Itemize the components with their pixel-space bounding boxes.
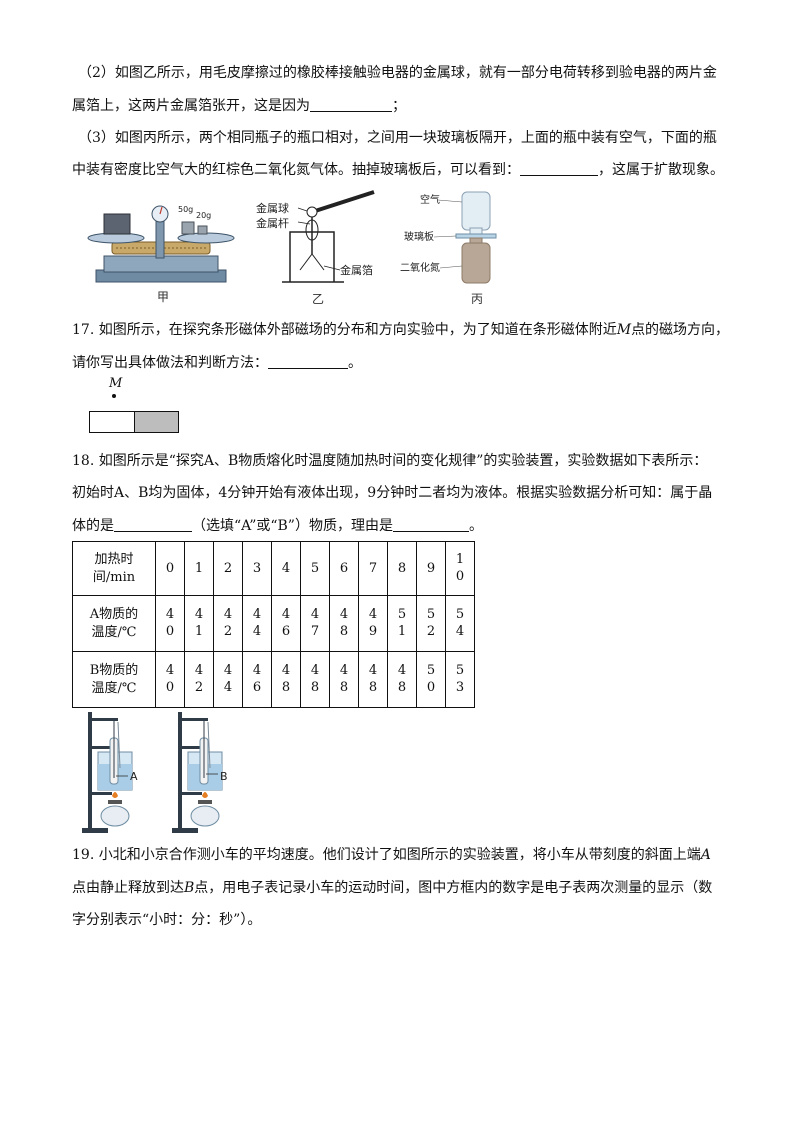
table-cell: 9	[416, 541, 446, 596]
bar-magnet-right-half	[134, 412, 178, 432]
table-row-b: B物质的温度/℃ 40 42 44 46 48 48 48 48 48 50 5…	[72, 651, 475, 708]
table-cell: 3	[242, 541, 272, 596]
label-glass-plate: 玻璃板	[404, 230, 434, 243]
table-cell: 46	[271, 595, 301, 652]
bar-magnet	[89, 411, 179, 433]
table-cell: 7	[358, 541, 388, 596]
weight-label-20g: 20g	[196, 211, 211, 220]
table-cell: 54	[445, 595, 475, 652]
answer-blank[interactable]	[310, 97, 392, 112]
q19-line3: 字分别表示“小时：分：秒”）。	[72, 912, 262, 928]
table-cell: 51	[387, 595, 417, 652]
table-header-cell: A物质的温度/℃	[72, 595, 156, 652]
q18-text-b: （选填“A”或“B”）物质，理由是	[192, 518, 393, 534]
table-cell: 0	[155, 541, 185, 596]
table-cell: 40	[155, 595, 185, 652]
table-cell: 48	[387, 651, 417, 708]
table-cell: 4	[271, 541, 301, 596]
table-row-a: A物质的温度/℃ 40 41 42 44 46 47 48 49 51 52 5…	[72, 595, 475, 652]
label-metal-ball: 金属球	[256, 201, 289, 215]
table-cell: 46	[242, 651, 272, 708]
weight-label-50g: 50g	[178, 205, 193, 214]
table-cell: 53	[445, 651, 475, 708]
label-no2: 二氧化氮	[400, 261, 440, 274]
q16-part3-line2: 中装有密度比空气大的红棕色二氧化氮气体。抽掉玻璃板后，可以看到： ，这属于扩散现象…	[72, 160, 724, 180]
table-cell: 42	[184, 651, 214, 708]
q16-part3-end: ，这属于扩散现象。	[598, 162, 724, 178]
melting-data-table: 加热时间/min 0 1 2 3 4 5 6 7 8 9 10 A物质的温度/℃…	[72, 541, 475, 708]
label-a: A	[130, 770, 138, 783]
q17-text-a: 17. 如图所示，在探究条形磁体外部磁场的分布和方向实验中，为了知道在条形磁体附…	[72, 322, 617, 338]
table-cell: 44	[213, 651, 243, 708]
figure-jia-balance: 50g 20g	[87, 205, 235, 283]
table-header-cell: 加热时间/min	[72, 541, 156, 596]
q18-line2: 初始时A、B均为固体，4分钟开始有液体出现，9分钟时二者均为液体。根据实验数据分…	[72, 485, 713, 501]
q16-part2-text: 属箔上，这两片金属箔张开，这是因为	[72, 98, 310, 114]
q19-text-b: 点由静止释放到达	[72, 880, 184, 896]
label-air: 空气	[420, 193, 440, 206]
q16-part3-line1: （3）如图丙所示，两个相同瓶子的瓶口相对，之间用一块玻璃板隔开，上面的瓶中装有空…	[78, 130, 717, 146]
table-cell: 42	[213, 595, 243, 652]
table-cell: 50	[416, 651, 446, 708]
bar-magnet-left-half	[90, 412, 135, 432]
q16-part2-line1: （2）如图乙所示，用毛皮摩擦过的橡胶棒接触验电器的金属球，就有一部分电荷转移到验…	[78, 65, 717, 81]
q17-text-end: 。	[348, 355, 362, 371]
caption-yi: 乙	[312, 292, 325, 306]
table-cell: 48	[358, 651, 388, 708]
answer-blank[interactable]	[268, 354, 348, 369]
label-metal-rod: 金属杆	[256, 216, 289, 230]
figure-yi-electroscope: 金属球 金属杆 金属箔	[256, 190, 375, 283]
table-cell: 10	[445, 541, 475, 596]
caption-jia: 甲	[157, 290, 170, 304]
table-cell: 48	[329, 651, 359, 708]
apparatus-a: A	[82, 712, 138, 833]
q18-line1: 18. 如图所示是“探究A、B物质熔化时温度随加热时间的变化规律”的实验装置，实…	[72, 453, 708, 469]
table-cell: 44	[242, 595, 272, 652]
table-cell: 49	[358, 595, 388, 652]
table-header-cell: B物质的温度/℃	[72, 651, 156, 708]
q18-line3: 体的是 （选填“A”或“B”）物质，理由是 。	[72, 516, 483, 536]
q17-line2: 请你写出具体做法和判断方法： 。	[72, 353, 362, 373]
answer-blank-substance[interactable]	[114, 517, 192, 532]
q19-point-b: B	[184, 880, 195, 896]
table-cell: 6	[329, 541, 359, 596]
table-row-time: 加热时间/min 0 1 2 3 4 5 6 7 8 9 10	[72, 541, 475, 596]
table-cell: 48	[329, 595, 359, 652]
q19-text-c: 点，用电子表记录小车的运动时间，图中方框内的数字是电子表两次测量的显示（数	[194, 880, 713, 896]
apparatus-b: B	[172, 712, 228, 833]
q18-text-a: 体的是	[72, 518, 114, 534]
magnet-point-m-label: M	[109, 376, 123, 391]
q16-part3-text: 中装有密度比空气大的红棕色二氧化氮气体。抽掉玻璃板后，可以看到：	[72, 162, 520, 178]
q17-point-m: M	[616, 322, 632, 338]
table-cell: 41	[184, 595, 214, 652]
table-cell: 5	[300, 541, 330, 596]
answer-blank[interactable]	[520, 161, 598, 176]
figure-bing-bottles: 空气 玻璃板 二氧化氮	[400, 191, 497, 284]
table-cell: 2	[213, 541, 243, 596]
figure-heating-apparatus: A B	[82, 712, 228, 833]
label-metal-foil: 金属箔	[340, 263, 373, 277]
q19-line1: 19. 小北和小京合作测小车的平均速度。他们设计了如图所示的实验装置，将小车从带…	[72, 845, 711, 865]
table-cell: 48	[271, 651, 301, 708]
q16-part2-line2: 属箔上，这两片金属箔张开，这是因为 ；	[72, 96, 406, 116]
table-cell: 40	[155, 651, 185, 708]
q16-part2-end: ；	[392, 98, 406, 114]
table-cell: 8	[387, 541, 417, 596]
caption-bing: 丙	[471, 292, 484, 306]
table-cell: 47	[300, 595, 330, 652]
q19-text-a: 19. 小北和小京合作测小车的平均速度。他们设计了如图所示的实验装置，将小车从带…	[72, 847, 701, 863]
table-cell: 1	[184, 541, 214, 596]
q17-text-b: 点的磁场方向，	[631, 322, 730, 338]
answer-blank-reason[interactable]	[392, 517, 469, 532]
table-cell: 48	[300, 651, 330, 708]
q17-line1: 17. 如图所示，在探究条形磁体外部磁场的分布和方向实验中，为了知道在条形磁体附…	[72, 320, 729, 340]
q17-text-c: 请你写出具体做法和判断方法：	[72, 355, 268, 371]
q19-point-a: A	[700, 847, 711, 863]
magnet-point-m-dot	[112, 394, 116, 398]
q18-text-end: 。	[468, 518, 483, 534]
q19-line2: 点由静止释放到达B点，用电子表记录小车的运动时间，图中方框内的数字是电子表两次测…	[72, 878, 712, 898]
label-b: B	[220, 770, 228, 783]
table-cell: 52	[416, 595, 446, 652]
